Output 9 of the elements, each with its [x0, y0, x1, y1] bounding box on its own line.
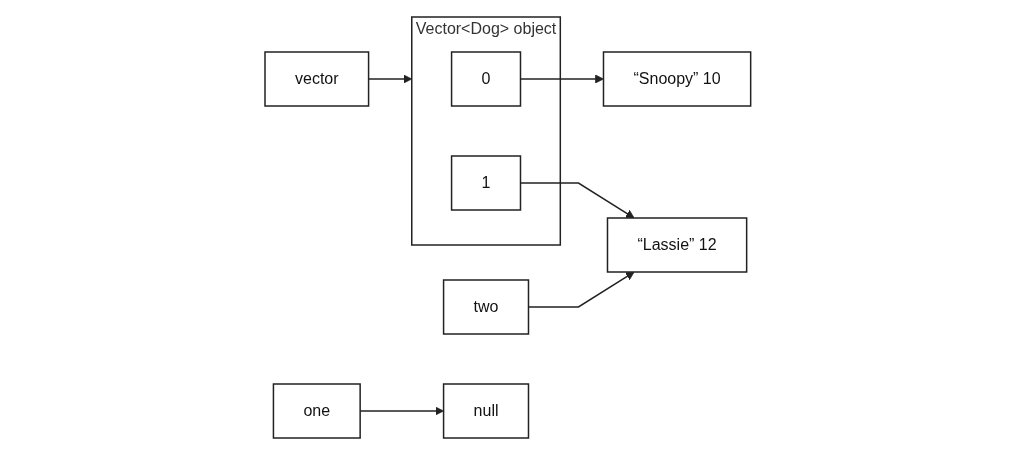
node-box: vector — [264, 50, 370, 107]
node-box: 0 — [451, 50, 522, 107]
node-box: two — [443, 278, 530, 335]
node-box: 1 — [451, 154, 522, 211]
node-box: one — [272, 382, 362, 439]
node-box: “Snoopy” 10 — [602, 50, 752, 107]
node-box: null — [443, 382, 530, 439]
arrow — [368, 74, 413, 83]
node-box: “Lassie” 12 — [606, 216, 748, 273]
